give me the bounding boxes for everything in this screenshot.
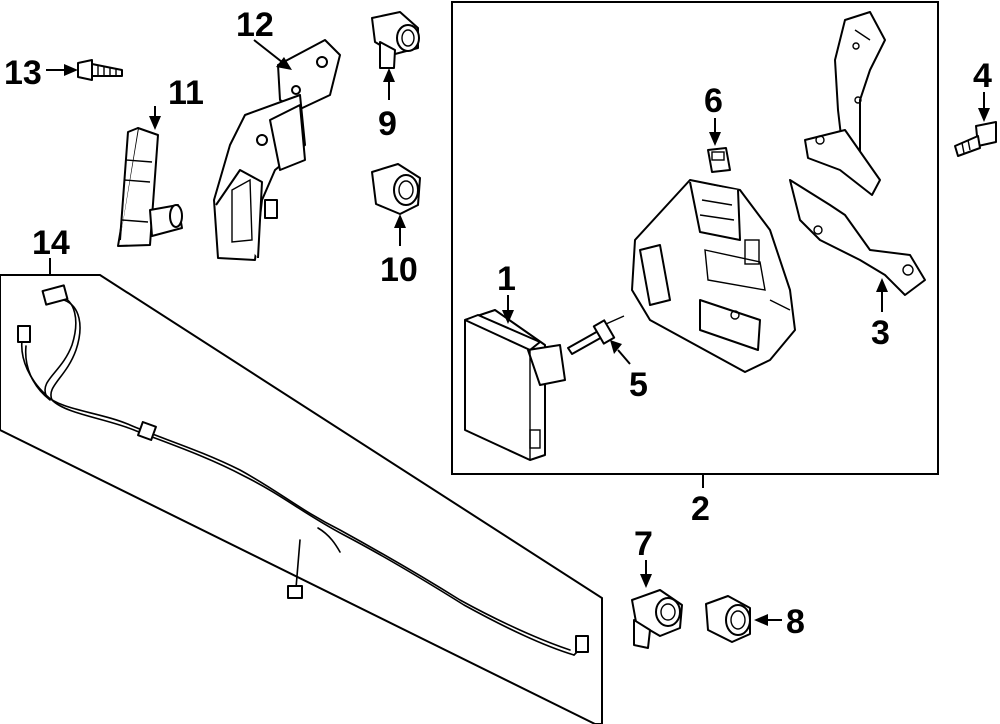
leader-5 [617, 349, 631, 365]
arrowhead-3 [876, 278, 888, 292]
control-module-part-1 [464, 309, 566, 461]
clip-part-6 [707, 147, 731, 173]
harness-panel [0, 274, 603, 724]
arrowhead-4 [978, 108, 990, 122]
module-part-11 [117, 127, 183, 247]
arrowhead-12 [276, 57, 292, 70]
arrowhead-8 [754, 614, 768, 626]
arrowhead-1 [502, 310, 514, 324]
callout-10: 10 [380, 251, 418, 289]
wiring-harness-part-14 [17, 284, 589, 656]
sleeve-part-10 [371, 163, 421, 215]
pin-part-5 [567, 315, 625, 355]
leader-12 [253, 39, 283, 63]
callout-9: 9 [378, 105, 397, 143]
callout-12: 12 [236, 6, 274, 44]
callout-14: 14 [32, 224, 70, 262]
bolt-part-4 [954, 121, 997, 157]
callout-13: 13 [4, 54, 42, 92]
arrowhead-11 [149, 116, 161, 130]
sensor-part-9 [371, 11, 420, 69]
callout-8: 8 [786, 603, 805, 641]
callout-3: 3 [871, 314, 890, 352]
callout-2: 2 [691, 490, 710, 528]
arrowhead-6 [709, 132, 721, 146]
housing-part-2 [631, 179, 796, 373]
bracket-part-3 [789, 11, 926, 296]
sensor-part-7 [631, 589, 683, 649]
callout-6: 6 [704, 82, 723, 120]
arrowhead-9 [383, 68, 395, 82]
callout-4: 4 [973, 57, 992, 95]
bolt-part-13 [77, 59, 123, 81]
arrowhead-5 [610, 340, 622, 354]
arrowhead-7 [640, 574, 652, 588]
callout-7: 7 [634, 525, 653, 563]
assembly-group-box [451, 1, 939, 475]
sleeve-part-8 [705, 595, 751, 643]
callout-1: 1 [497, 260, 516, 298]
arrowhead-10 [394, 214, 406, 228]
callout-11: 11 [168, 74, 204, 112]
callout-5: 5 [629, 366, 648, 404]
arrowhead-13 [64, 64, 78, 76]
bracket-part-12 [213, 39, 341, 261]
